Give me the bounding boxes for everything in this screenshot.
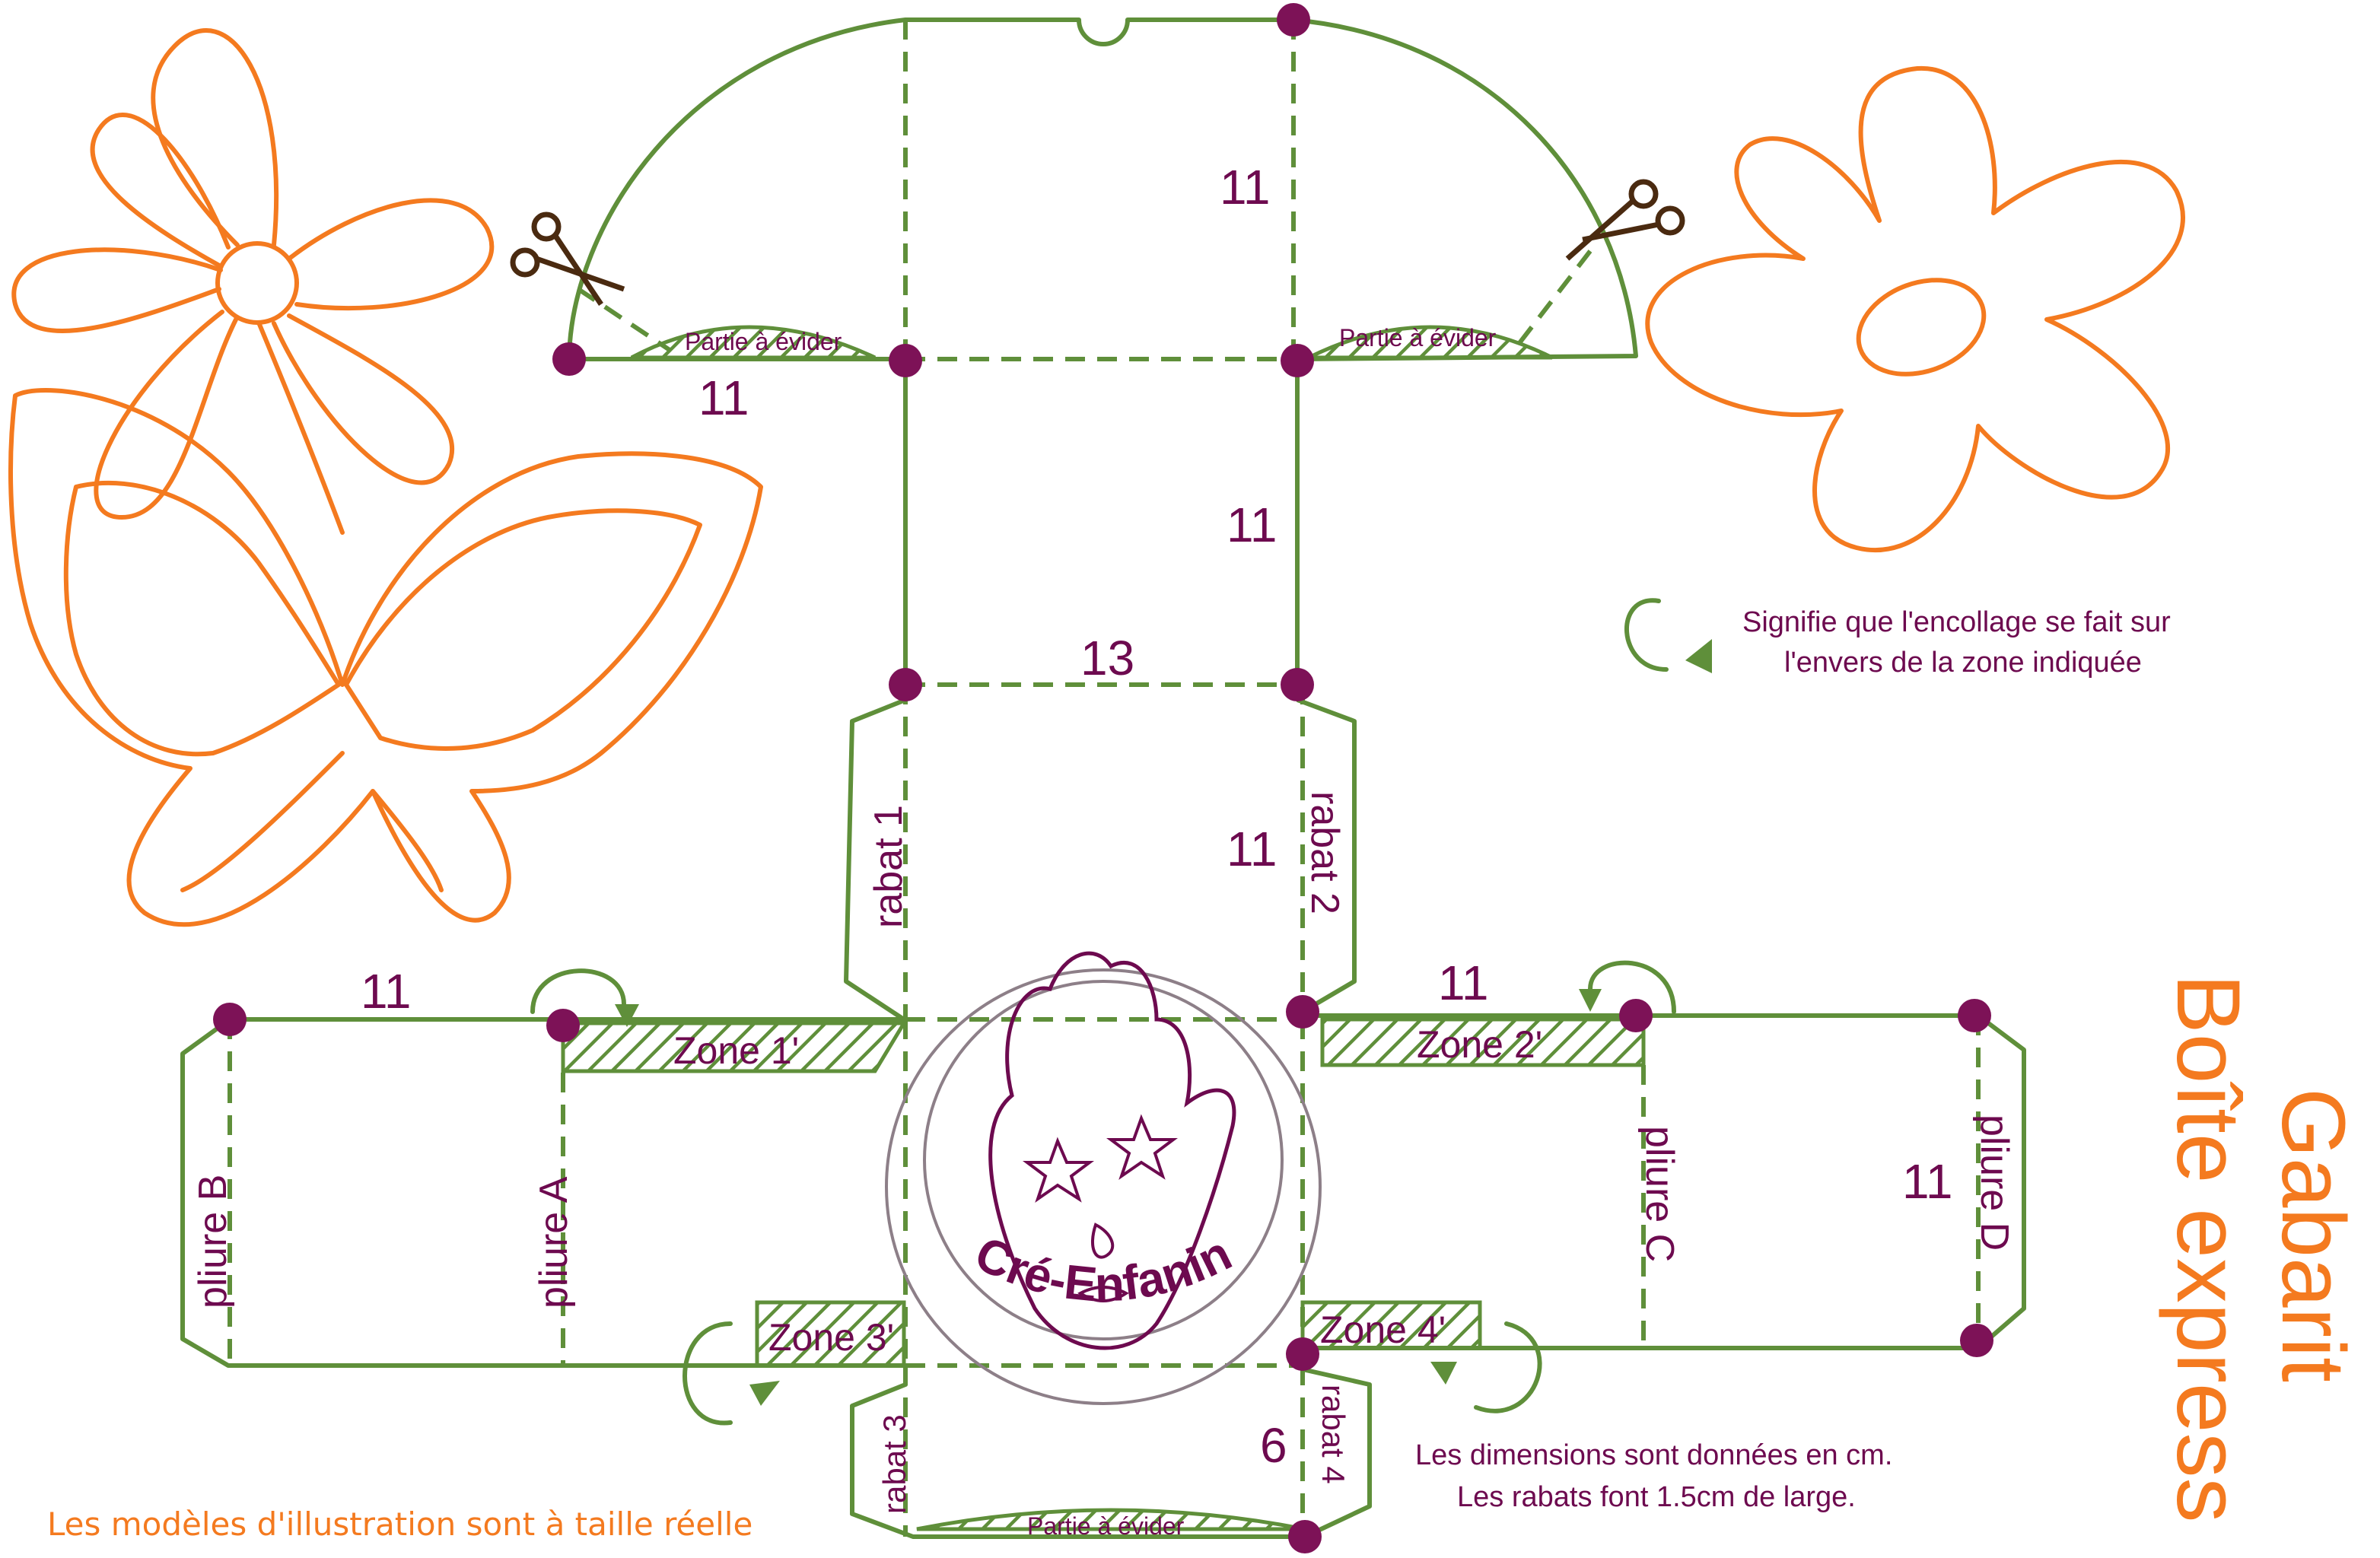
glue-note-line1: Signifie que l'encollage se fait sur bbox=[1742, 606, 2171, 638]
dim-front-width: 13 bbox=[1080, 631, 1134, 685]
zone-3-label: Zone 3' bbox=[768, 1316, 894, 1359]
cutout-left-label: Partie à évider bbox=[685, 328, 842, 355]
dim-top-lid-height: 11 bbox=[1220, 160, 1270, 215]
glue-arrow-zone4-icon bbox=[1430, 1321, 1542, 1413]
rabat-3-label: rabat 3 bbox=[877, 1414, 912, 1514]
glue-arrow-icon bbox=[1624, 598, 1712, 673]
rabat-4-label: rabat 4 bbox=[1316, 1385, 1351, 1484]
title-line1: Gabarit bbox=[2263, 1088, 2363, 1382]
flower-right-icon bbox=[1645, 65, 2185, 553]
dim-right-side-height: 11 bbox=[1902, 1154, 1952, 1209]
flower-left-icon bbox=[11, 28, 495, 535]
glue-note-line2: l'envers de la zone indiquée bbox=[1784, 647, 2142, 679]
dims-note-line2: Les rabats font 1.5cm de large. bbox=[1457, 1481, 1856, 1513]
zone-1-label: Zone 1' bbox=[673, 1029, 799, 1072]
zone-4-label: Zone 4' bbox=[1320, 1308, 1446, 1351]
glue-arrow-zone1-icon bbox=[530, 968, 639, 1027]
dims-note-line1: Les dimensions sont données en cm. bbox=[1415, 1439, 1892, 1471]
dim-top-lid-side: 11 bbox=[698, 370, 749, 425]
dim-left-flap-width: 11 bbox=[361, 964, 411, 1019]
pliure-d-label: pliure D bbox=[1972, 1114, 2016, 1251]
scissors-left-icon bbox=[510, 211, 625, 306]
scissors-right-icon bbox=[1565, 179, 1685, 261]
dim-right-flap-width: 11 bbox=[1438, 955, 1488, 1010]
pliure-c-label: pliure C bbox=[1637, 1126, 1682, 1262]
butterfly-leaf-icon bbox=[8, 388, 763, 927]
footer-note: Les modèles d'illustration sont à taille… bbox=[47, 1506, 752, 1543]
zone-2-label: Zone 2' bbox=[1417, 1023, 1542, 1066]
cutout-bottom-label: Partie à évider bbox=[1027, 1512, 1185, 1540]
glue-arrow-zone2-icon bbox=[1579, 960, 1676, 1014]
glue-arrow-zone3-icon bbox=[682, 1321, 780, 1426]
cutout-right-label: Partie à évider bbox=[1339, 324, 1497, 351]
rabat-1-label: rabat 1 bbox=[867, 805, 911, 928]
pliure-a-label: pliure A bbox=[532, 1176, 576, 1308]
title-line2: Boîte express bbox=[2158, 974, 2258, 1522]
dim-bottom-flap-height: 6 bbox=[1260, 1418, 1287, 1473]
dim-side-height: 11 bbox=[1227, 822, 1277, 876]
vertex-dots bbox=[213, 3, 1993, 1553]
pliure-b-label: pliure B bbox=[191, 1175, 235, 1308]
logo-text: Cré-Enfanin bbox=[967, 1226, 1240, 1312]
rabat-2-label: rabat 2 bbox=[1303, 791, 1347, 914]
dim-front-height: 11 bbox=[1227, 498, 1277, 552]
